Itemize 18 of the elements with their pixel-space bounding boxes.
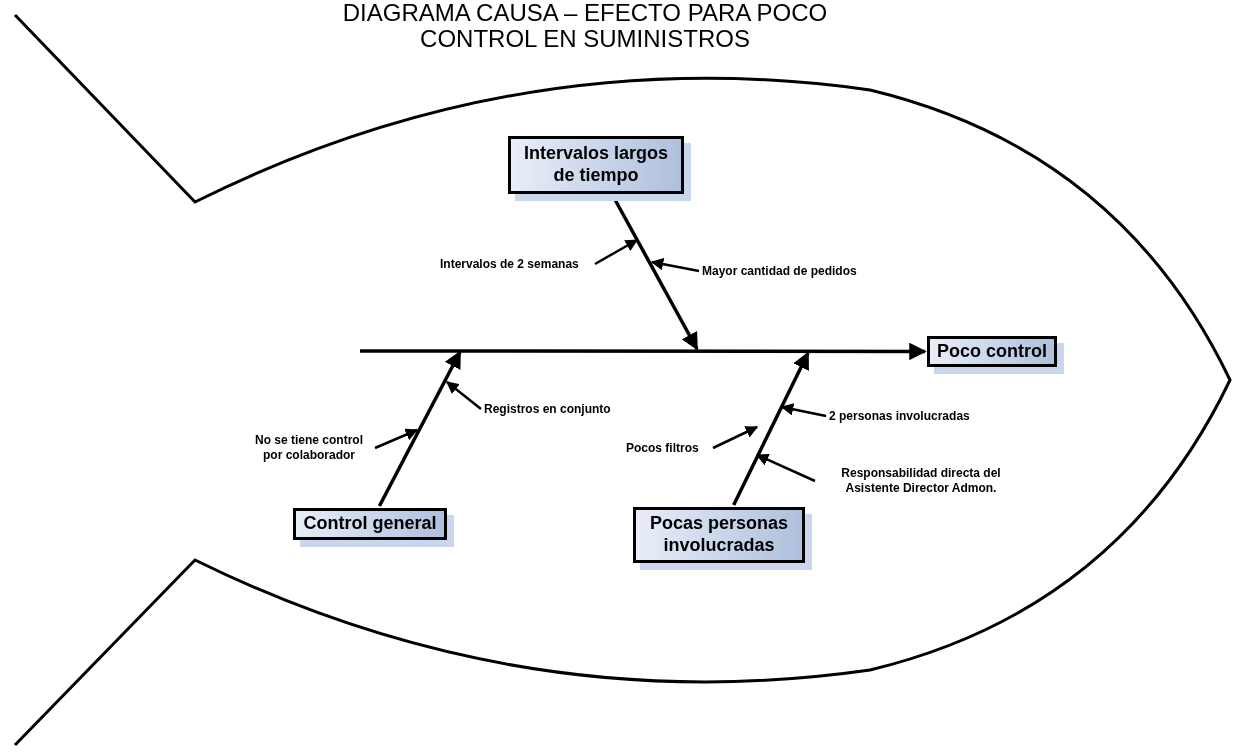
arrow [712,425,759,450]
cause-label: No se tiene control por colaborador [246,433,372,463]
cause-label: 2 personas involucradas [829,408,989,424]
bone-arrow [360,342,927,361]
cause-label: Responsabilidad directa del Asistente Director Admon. [818,466,1024,496]
arrow [594,238,639,266]
arrow [780,403,827,418]
cause-label: Registros en conjunto [484,401,626,417]
bone-arrow [732,351,810,506]
cause-label: Pocos filtros [626,440,710,456]
cause-label: Mayor cantidad de pedidos [702,263,874,279]
diagram-title: DIAGRAMA CAUSA – EFECTO PARA POCO CONTROL EN SUMINISTROS [341,0,829,52]
arrow [374,428,419,450]
arrow [446,381,482,410]
bone-arrow [377,350,462,507]
arrow [755,453,816,483]
cause-label: Intervalos de 2 semanas [440,256,592,272]
arrow [650,258,700,273]
